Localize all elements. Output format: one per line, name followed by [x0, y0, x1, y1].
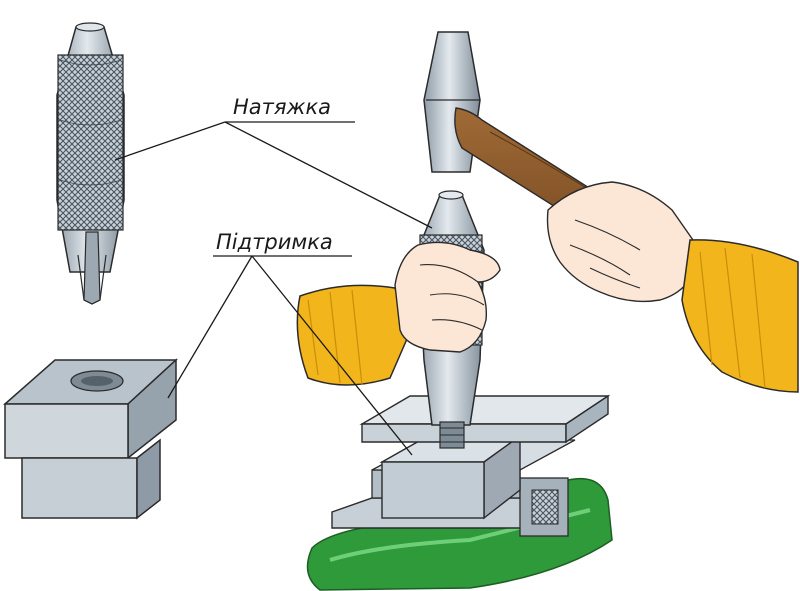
tension-leader-right	[224, 121, 433, 229]
tension-leader-left	[114, 121, 226, 161]
tension-tool-label: Натяжка	[233, 95, 331, 119]
tension-tool-standalone	[56, 22, 125, 305]
left-hand	[296, 241, 501, 386]
support-block-standalone	[3, 358, 178, 520]
mounting-assembly	[331, 394, 611, 537]
right-hand	[546, 181, 799, 393]
leader-lines	[114, 121, 433, 456]
support-leader-right	[251, 255, 413, 456]
support-leader-left	[167, 255, 253, 399]
support-label: Підтримка	[216, 230, 333, 254]
